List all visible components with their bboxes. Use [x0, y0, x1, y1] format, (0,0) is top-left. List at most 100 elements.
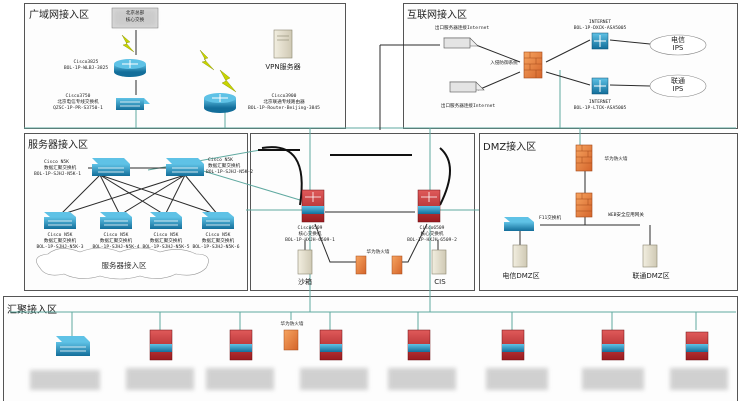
agg-switch-red-3: [319, 329, 343, 361]
wan-switch-1-label-3: QZSC-1P-PR-S3750-1: [53, 106, 103, 111]
isp1-cloud-label-1: 电信: [671, 36, 685, 44]
redacted-label: [30, 370, 100, 390]
isp1-cloud: [649, 34, 707, 56]
isp1-cloud-label-2: IPS: [672, 44, 684, 52]
dmz-firewall-label: 华为防火墙: [604, 157, 628, 162]
vpn-server: [273, 29, 293, 59]
core-1-label-2: 核心交换机: [298, 232, 322, 237]
server-agg-2-label-3: BOL-1P-SJHJ-N5K-2: [206, 170, 254, 175]
wan-router-1: [114, 59, 146, 77]
dmz-gateway: [575, 192, 593, 218]
server-acc-3-label-2: 数据汇聚交换机: [149, 239, 183, 244]
redacted-label: [126, 368, 194, 390]
dmz-telecom-label: 电信DMZ区: [502, 272, 540, 280]
core-bundle-links: [258, 146, 451, 206]
dmz-firewall: [575, 144, 593, 172]
core-switch-1: [301, 189, 325, 223]
server-acc-2-label-2: 数据汇聚交换机: [99, 239, 133, 244]
zone-internet-title: 互联网接入区: [407, 10, 467, 21]
dmz-switch-label: F11交换机: [538, 216, 562, 221]
internet-device-bottom-label: 出口服务器连接Internet: [440, 104, 496, 109]
isp2-device-label-1: INTERNET: [588, 100, 612, 105]
isp1-device-label-2: BOL-1P-DXCK-ASA5005: [573, 26, 627, 31]
wan-router-2-label-2: 北京联通专线路由器: [263, 100, 305, 105]
internet-device-top-label: 出口服务器连接Internet: [434, 26, 490, 31]
agg-switch-red-2: [229, 329, 253, 361]
wan-router-2: [204, 93, 236, 113]
wan-router-1-label-2: BOL-1P-WLBJ-3825: [63, 66, 109, 71]
sandbox-label: 沙箱: [298, 278, 312, 286]
core-switch-2: [417, 189, 441, 223]
server-cloud-label: 服务器接入区: [101, 261, 147, 270]
server-acc-1-label-1: Cisco N5K: [47, 233, 73, 238]
server-agg-switch-1: [92, 158, 130, 176]
server-agg-1-label-3: BOL-1P-SJHJ-N5K-1: [34, 172, 82, 177]
dmz-unicom-server: [642, 244, 658, 268]
isp2-cloud-label-2: IPS: [672, 85, 684, 93]
internet-firewall-label: 入侵防御系统: [490, 61, 518, 66]
server-acc-1-label-2: 数据汇聚交换机: [43, 239, 77, 244]
isp2-cloud: [649, 74, 707, 98]
redacted-label: [300, 368, 368, 390]
server-acc-3-label-3: BOL-1P-SJHJ-N5K-5: [142, 245, 190, 250]
server-acc-switch-4: [202, 212, 234, 229]
wan-router-2-label-1: Cisco3900: [271, 94, 297, 99]
vpn-server-label: VPN服务器: [265, 63, 301, 71]
dmz-gateway-label: WEB安全应用网关: [608, 213, 644, 218]
core-firewall-b: [391, 255, 403, 275]
agg-switch-red-1: [149, 329, 173, 361]
core-1-label-3: BOL-1P-HXJH-6509-1: [285, 238, 335, 243]
core-firewall-label: 华为防火墙: [366, 250, 390, 255]
zone-aggregation-title: 汇聚接入区: [7, 305, 57, 316]
server-agg-2-label-1: Cisco N5K: [208, 158, 233, 163]
server-acc-2-label-3: BOL-1P-SJHJ-N5K-4: [92, 245, 140, 250]
agg-switch-red-7: [685, 331, 709, 361]
agg-switch-red-5: [501, 329, 525, 361]
server-acc-4-label-1: Cisco N5K: [205, 233, 231, 238]
agg-firewall: [283, 329, 299, 351]
core-2-label-1: Cisco6509: [419, 226, 445, 231]
wireless-links: [121, 34, 237, 93]
isp1-device: [591, 32, 609, 50]
server-agg-switch-2: [166, 158, 204, 176]
server-acc-switch-3: [150, 212, 182, 229]
agg-switch-red-6: [601, 329, 625, 361]
server-agg-2-label-2: 数据汇聚交换机: [208, 164, 241, 169]
server-agg-1-label-2: 数据汇聚交换机: [44, 166, 77, 171]
wan-core-switch-label-top: 北京总部: [125, 11, 145, 16]
server-acc-2-label-1: Cisco N5K: [103, 233, 129, 238]
dmz-switch: [504, 217, 534, 231]
agg-switch-red-4: [407, 329, 431, 361]
zone-internet: [403, 3, 738, 129]
dmz-unicom-label: 联通DMZ区: [632, 272, 670, 280]
redacted-label: [486, 368, 548, 390]
core-2-label-3: BOL-1P-HXJH-6509-2: [407, 238, 457, 243]
server-acc-4-label-3: BOL-1P-SJHJ-N5K-6: [192, 245, 240, 250]
agg-switch-cyan: [56, 336, 90, 356]
redacted-label: [582, 368, 644, 390]
server-acc-1-label-3: BOL-1P-SJHJ-N5K-3: [36, 245, 84, 250]
wan-router-2-label-3: BOL-1P-Router-Beijing-3845: [248, 106, 320, 111]
isp2-device: [591, 77, 609, 95]
agg-firewall-label: 华为防火墙: [280, 322, 304, 327]
internet-device-top: [443, 37, 479, 49]
server-acc-3-label-1: Cisco N5K: [153, 233, 179, 238]
core-firewall-a: [355, 255, 367, 275]
zone-wan: [24, 3, 346, 129]
wan-core-switch-label-bottom: 核心交换: [125, 18, 145, 23]
server-acc-4-label-2: 数据汇聚交换机: [201, 239, 235, 244]
dmz-telecom-server: [512, 244, 528, 268]
core-2-label-2: 核心交换机: [420, 232, 444, 237]
sandbox-server: [297, 249, 313, 275]
wan-router-1-label-1: Cisco3825: [73, 60, 99, 65]
wan-switch-1-label-2: 北京电信专线交换机: [57, 100, 99, 105]
cis-server: [431, 249, 447, 275]
isp1-device-label-1: INTERNET: [588, 20, 612, 25]
server-agg-1-label-1: Cisco N5K: [44, 160, 69, 165]
zone-dmz-title: DMZ接入区: [483, 142, 537, 153]
core-1-label-1: Cisco6509: [297, 226, 323, 231]
internet-firewall: [523, 51, 543, 79]
isp2-device-label-2: BOL-1P-LTCK-ASA5005: [573, 106, 627, 111]
dark-links: [59, 30, 651, 263]
